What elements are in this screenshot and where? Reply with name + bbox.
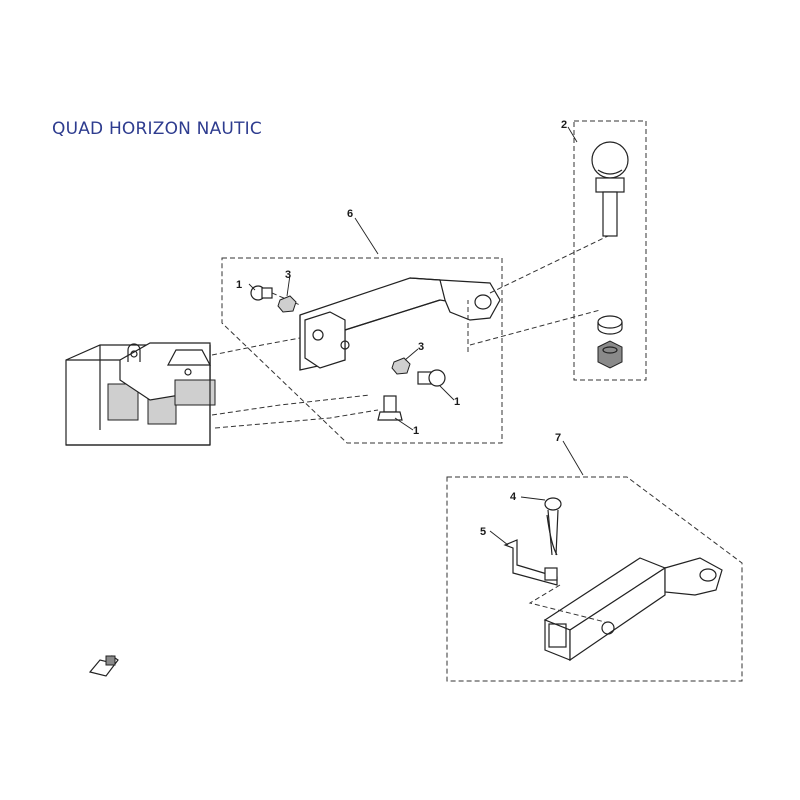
lock-washer [597,315,623,335]
group-6-frame [221,257,503,444]
frame-link-upper [211,337,301,356]
direction-arrow-icon [88,655,119,677]
group-2-frame [573,120,647,381]
frame-link-bottom [214,409,379,429]
callout-4: 4 [510,491,517,503]
vehicle-frame [65,342,216,446]
hair-pin-clip [544,497,562,556]
bracket-link-lower [469,309,601,346]
callout-2: 2 [561,119,567,131]
hitch-ball [591,141,629,237]
bolt-bottom [377,395,403,421]
callout-6: 6 [347,208,353,220]
callout-5: 5 [480,526,486,538]
tow-bracket [299,277,501,371]
callout-3-upper: 3 [285,269,291,281]
frame-link-lower [211,394,371,416]
callout-1-bottom: 1 [413,425,419,437]
group-7-frame [446,476,743,682]
ball-nut [597,340,623,369]
nut-upper [277,295,297,313]
nut-lower [391,357,411,375]
callout-1-upper: 1 [236,279,242,291]
callout-7: 7 [555,432,561,444]
callout-1-right: 1 [454,396,460,408]
diagram-title: QUAD HORIZON NAUTIC [52,119,262,139]
bolt-right [417,369,446,387]
callout-3-lower: 3 [418,341,424,353]
hitch-pin [503,539,558,586]
pin-link [528,584,606,623]
hitch-receiver [543,557,723,662]
bracket-link-upper [489,234,611,294]
